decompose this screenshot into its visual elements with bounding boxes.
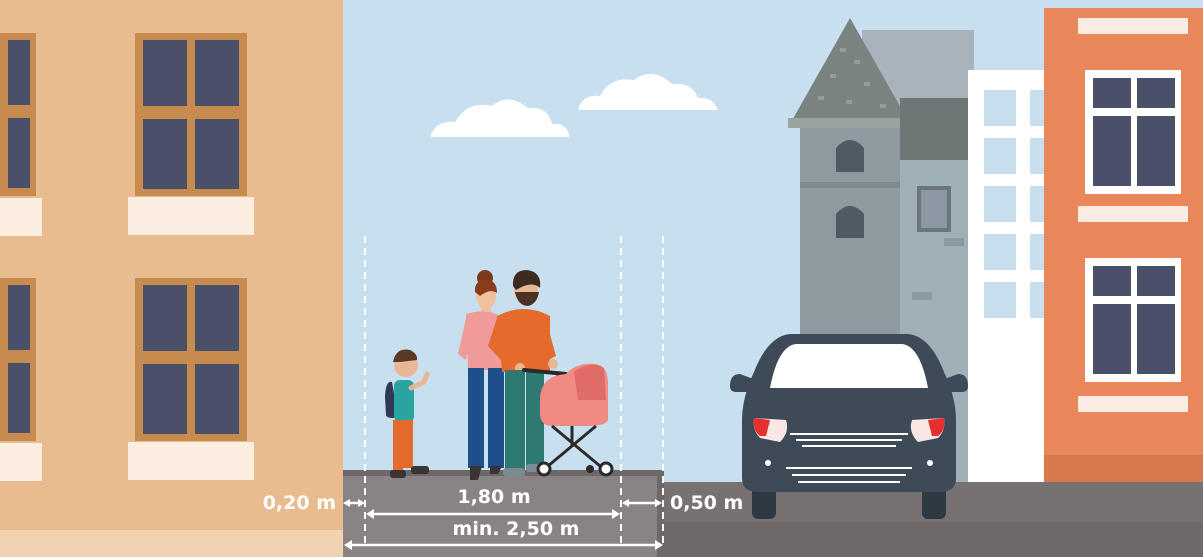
safety-strip-label: 0,50 m	[670, 492, 743, 514]
right-building	[1044, 8, 1203, 488]
car	[730, 334, 968, 519]
clear-width-label: 1,80 m	[457, 486, 530, 508]
total-width-label: min. 2,50 m	[453, 518, 580, 540]
white-building	[968, 70, 1044, 490]
left-building	[0, 0, 343, 557]
curb-offset-label: 0,20 m	[263, 492, 336, 514]
